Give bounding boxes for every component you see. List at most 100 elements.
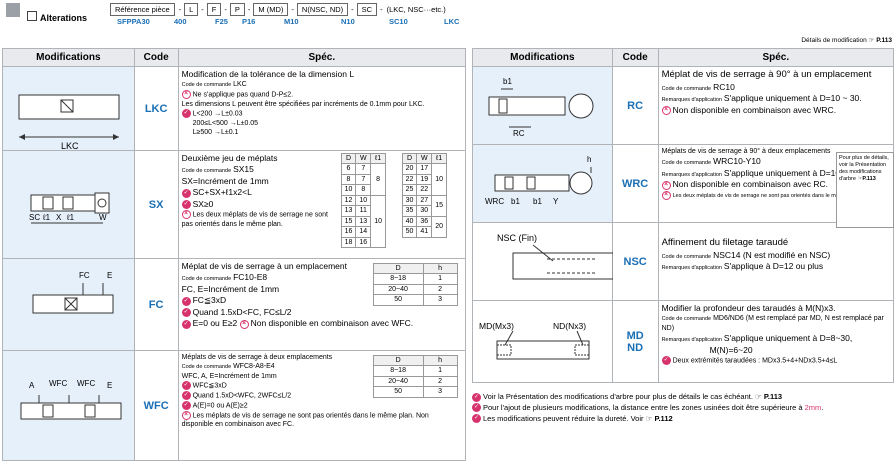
code-wrc: WRC xyxy=(611,144,659,223)
ok-note: Deux extrémités taraudées : MDx3.5+4+NDx… xyxy=(672,357,838,365)
ok-note: A(E)=0 ou A(E)≥2 xyxy=(192,402,248,410)
example-value: SFPPA30 xyxy=(117,17,150,26)
spec-line: WFC, A, E=Incrément de 1mm xyxy=(181,372,277,380)
dim-label: ND(Nx3) xyxy=(553,321,587,331)
example-value: F25 xyxy=(215,17,228,26)
ng-note: Les deux méplats de vis de serrage ne so… xyxy=(181,211,329,229)
page-link[interactable]: P.112 xyxy=(654,413,673,423)
not-applicable-icon: × xyxy=(661,180,671,190)
ok-note: Quand 1.5xD<FC, FC≤L/2 xyxy=(192,306,292,317)
dim-label: h xyxy=(587,155,592,164)
col-header: Spéc. xyxy=(657,48,895,67)
app-note: S'applique uniquement à D=8~30, xyxy=(723,333,853,344)
dim-label: MD(Mx3) xyxy=(479,321,514,331)
table-row: LKC LKC Modification de la tolérance de … xyxy=(2,66,467,151)
spec-title: Méplats de vis de serrage à deux emplace… xyxy=(181,354,333,361)
sx-diagram: SC ℓ1 X ℓ1 W xyxy=(2,150,135,259)
check-icon: ✓ xyxy=(661,356,671,366)
dim-label: b1 xyxy=(511,197,520,206)
ok-note: Quand 1.5xD<WFC, 2WFC≤L/2 xyxy=(192,392,292,400)
check-icon: ✓ xyxy=(181,381,191,391)
col-header: Modifications xyxy=(472,48,613,67)
spec-lkc: Modification de la tolérance de la dimen… xyxy=(177,66,467,151)
dim-label: WFC xyxy=(77,379,96,388)
rc-diagram: b1 RC xyxy=(472,66,613,145)
ref-label: Référence pièce xyxy=(110,3,175,16)
check-icon: ✓ xyxy=(181,319,191,329)
dim-label: WFC xyxy=(49,379,68,388)
table-row: h WRC b1 b1 Y WRC Méplats de vis de serr… xyxy=(472,144,895,223)
table-row: NSC (Fin) NSC Affinement du filetage tar… xyxy=(472,222,895,301)
fc-diagram: FC E xyxy=(2,258,135,351)
col-header: Code xyxy=(133,48,179,67)
nsc-diagram: NSC (Fin) xyxy=(472,222,613,301)
app-note: S'applique uniquement à D=10 ~ 30. xyxy=(723,93,862,104)
md-nd-diagram: MD(Mx3) ND(Nx3) xyxy=(472,300,613,383)
lkc-diagram: LKC xyxy=(2,66,135,151)
order-label: Code de commande xyxy=(181,276,232,283)
table-row: MD(Mx3) ND(Nx3) MD ND Modifier la profon… xyxy=(472,300,895,383)
not-applicable-icon: × xyxy=(181,210,191,220)
check-icon: ✓ xyxy=(472,414,481,424)
not-applicable-icon: × xyxy=(239,319,249,329)
check-icon: ✓ xyxy=(181,296,191,306)
spec-fc: Méplat de vis de serrage à un emplacemen… xyxy=(177,258,467,351)
not-applicable-icon: × xyxy=(661,190,671,200)
order-code: SX15 xyxy=(233,164,254,175)
tolerance: L≥500 →L±0.1 xyxy=(192,129,239,137)
order-code: WFC8-A8-E4 xyxy=(233,363,275,371)
not-applicable-icon: × xyxy=(181,89,191,99)
order-label: Code de commande xyxy=(661,160,712,167)
order-label: Code de commande xyxy=(661,85,712,92)
wrc-diagram: h WRC b1 b1 Y xyxy=(472,144,613,223)
col-header: Code xyxy=(611,48,659,67)
not-applicable-icon: × xyxy=(181,410,191,420)
spec-title: Modification de la tolérance de la dimen… xyxy=(181,69,355,79)
not-applicable-icon: × xyxy=(661,106,671,115)
dim-label: A xyxy=(29,381,35,390)
example-value: 400 xyxy=(174,17,187,26)
footnotes: ✓Voir la Présentation des modifications … xyxy=(472,392,823,425)
code-fc: FC xyxy=(133,258,179,351)
dim-label: E xyxy=(107,271,113,280)
dim-label: FC xyxy=(79,271,90,280)
code-part: SC xyxy=(356,3,378,16)
tolerance: L<200 →L±0.03 xyxy=(192,110,243,118)
dim-label: X xyxy=(56,213,62,222)
right-modifications-table: Modifications Code Spéc. b1 RC RC Méplat… xyxy=(472,48,895,383)
spec-title: Méplat de vis de serrage à 90° à un empl… xyxy=(661,69,872,80)
code-nsc: NSC xyxy=(611,222,659,301)
code-suffix: (LKC, NSC···etc.) xyxy=(386,5,446,14)
code-rc: RC xyxy=(611,66,659,145)
check-icon: ✓ xyxy=(472,403,481,413)
footnote-2: ✓Pour l'ajout de plusieurs modifications… xyxy=(472,402,824,413)
detail-link[interactable]: Détails de modification ☞ P.113 xyxy=(801,37,892,44)
dim-label: W xyxy=(99,213,107,222)
app-label: Remarques d'application xyxy=(661,171,722,178)
table-row: SC ℓ1 X ℓ1 W SX Deuxième jeu de méplats … xyxy=(2,150,467,259)
wrc-detail-note[interactable]: Pour plus de détails, voir la Présentati… xyxy=(836,152,894,228)
spec-title: Méplats de vis de serrage à 90° à deux e… xyxy=(661,148,831,155)
dim-label: b1 xyxy=(533,197,542,206)
order-code: WRC10-Y10 xyxy=(713,156,761,167)
col-header: Spéc. xyxy=(177,48,467,67)
example-value: SC10 xyxy=(389,17,408,26)
order-code: LKC xyxy=(233,81,247,89)
order-label: Code de commande xyxy=(181,82,232,89)
order-code: RC10 xyxy=(713,81,735,92)
app-label: Remarques d'application xyxy=(661,337,722,344)
spec-line: SX=Incrément de 1mm xyxy=(181,175,269,186)
alterations-icon xyxy=(27,11,37,21)
dim-label: WRC xyxy=(485,197,505,206)
check-icon: ✓ xyxy=(181,400,191,410)
ng-note: Non disponible en combinaison avec RC. xyxy=(672,179,829,190)
check-icon: ✓ xyxy=(181,308,191,318)
page-link[interactable]: P.113 xyxy=(763,392,783,401)
code-md: MD xyxy=(626,329,644,342)
spec-desc: Les dimensions L peuvent être spécifiées… xyxy=(181,100,425,108)
check-icon: ✓ xyxy=(181,200,191,210)
spec-title: Deuxième jeu de méplats xyxy=(181,153,278,163)
spec-title: Affinement du filetage taraudé xyxy=(661,237,789,248)
